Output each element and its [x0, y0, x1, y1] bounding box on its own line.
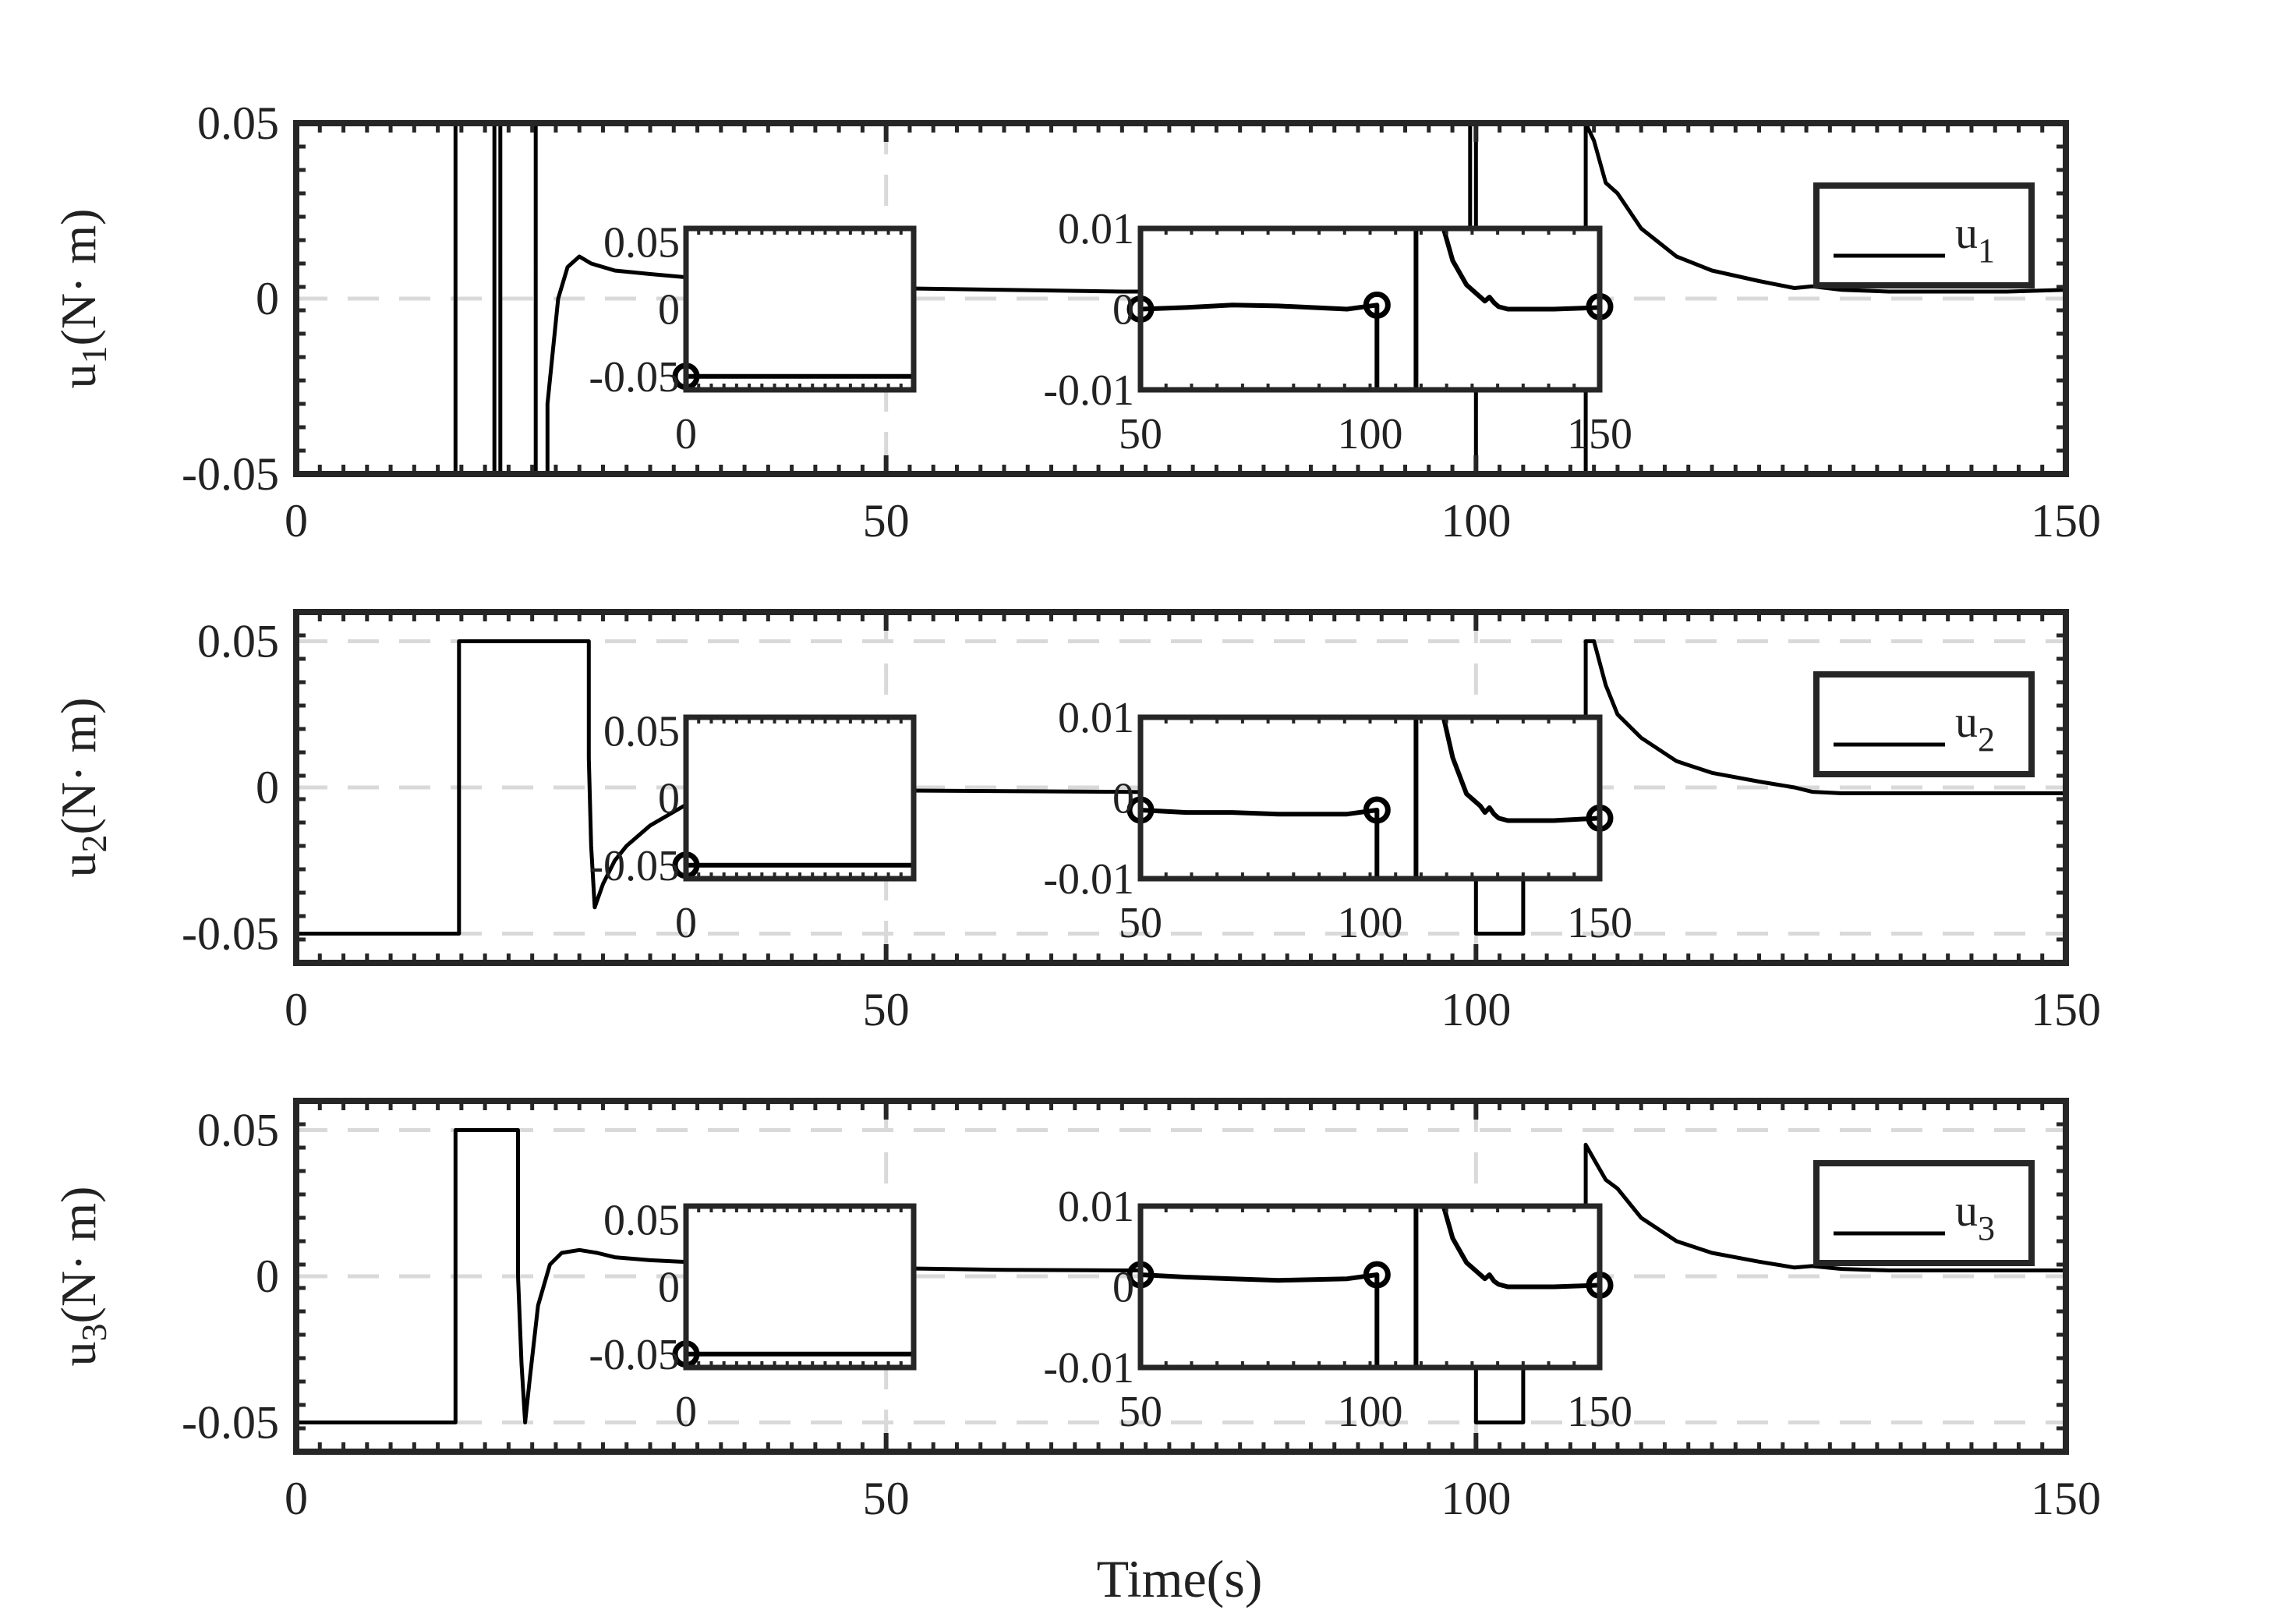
legend-panel-1: u1: [1813, 182, 2035, 288]
inset-xtick-label: 100: [1338, 410, 1403, 458]
ytick-label: 0: [256, 762, 279, 813]
inset-series-line: [1141, 717, 1600, 879]
inset-1-panel-3: 0 0.05 0 -0.05: [589, 1196, 917, 1436]
minor-ticks-panel-2: [296, 612, 2066, 963]
xtick-label: 0: [285, 984, 308, 1035]
inset-ytick-label: 0.05: [603, 1196, 680, 1244]
inset-background: [686, 228, 914, 390]
axes-frame-panel-1: [293, 120, 2069, 477]
legend-label: u2: [1955, 696, 1995, 759]
ytick-label: -0.05: [182, 448, 279, 500]
legend-box: [1813, 671, 2035, 777]
inset-minor-ticks: [697, 717, 903, 879]
inset-2-panel-1: 50 100 150 0.01 0 -0.01: [1043, 205, 1632, 458]
inset-1-panel-2: 0 0.05 0 -0.05: [589, 707, 917, 947]
ytick-label: 0.05: [197, 616, 279, 667]
inset-xtick-label: 50: [1119, 899, 1162, 947]
inset-minor-ticks: [697, 1206, 903, 1367]
legend-panel-2: u2: [1813, 671, 2035, 777]
inset-1-panel-1: 0 0.05 0 -0.05: [589, 218, 917, 458]
inset-xtick-label: 0: [675, 899, 697, 947]
ytick-label: 0: [256, 1251, 279, 1302]
xtick-label: 50: [863, 1473, 910, 1524]
inset-series-line: [1141, 1206, 1600, 1367]
xtick-label: 150: [2031, 495, 2101, 547]
inset-ytick-label: -0.05: [589, 353, 680, 402]
inset-xtick-label: 0: [675, 410, 697, 458]
xtick-label: 100: [1441, 495, 1511, 547]
inset-ytick-label: 0: [658, 1264, 680, 1312]
inset-ytick-label: -0.05: [589, 842, 680, 890]
inset-xtick-label: 50: [1119, 410, 1162, 458]
legend-panel-3: u3: [1813, 1160, 2035, 1266]
inset-xtick-label: 50: [1119, 1388, 1162, 1436]
inset-minor-ticks: [1164, 1206, 1576, 1367]
ytick-label: 0.05: [197, 1105, 279, 1156]
ytick-label: 0: [256, 273, 279, 324]
xtick-label: 150: [2031, 1473, 2101, 1524]
inset-2-panel-3: 50 100 150 0.01 0 -0.01: [1043, 1183, 1632, 1436]
inset-2-panel-2: 50 100 150 0.01 0 -0.01: [1043, 694, 1632, 947]
inset-ytick-label: 0.05: [603, 707, 680, 755]
xtick-label: 150: [2031, 984, 2101, 1035]
inset-ytick-label: -0.01: [1043, 1344, 1134, 1392]
inset-minor-ticks: [1164, 717, 1576, 879]
xtick-label: 100: [1441, 1473, 1511, 1524]
xtick-label: 50: [863, 495, 910, 547]
inset-ytick-label: 0.01: [1058, 1183, 1134, 1231]
inset-ytick-label: -0.01: [1043, 855, 1134, 904]
inset-xtick-label: 150: [1567, 899, 1632, 947]
inset-marker-2: [1363, 291, 1391, 319]
inset-xtick-label: 100: [1338, 1388, 1403, 1436]
inset-ytick-label: 0.05: [603, 218, 680, 267]
inset-background: [686, 717, 914, 879]
inset-xtick-label: 150: [1567, 1388, 1632, 1436]
inset-ytick-label: 0: [1112, 286, 1134, 334]
inset-ytick-label: -0.05: [589, 1331, 680, 1379]
x-axis-label: Time(s): [1097, 1549, 1263, 1608]
inset-ytick-label: 0: [1112, 775, 1134, 823]
minor-ticks-panel-3: [296, 1101, 2066, 1452]
ytick-label: -0.05: [182, 1397, 279, 1449]
inset-xtick-label: 100: [1338, 899, 1403, 947]
inset-ytick-label: 0: [1112, 1264, 1134, 1312]
legend-box: [1813, 1160, 2035, 1266]
inset-ytick-label: 0.01: [1058, 694, 1134, 742]
inset-ytick-label: 0: [658, 775, 680, 823]
xtick-label: 0: [285, 495, 308, 547]
y-axis-label-panel-3: u3(N· m): [51, 1187, 114, 1367]
legend-box: [1813, 182, 2035, 288]
inset-xtick-label: 0: [675, 1388, 697, 1436]
inset-background: [686, 1206, 914, 1367]
inset-ytick-label: 0: [658, 286, 680, 334]
ytick-label: -0.05: [182, 908, 279, 960]
inset-marker-2: [1363, 796, 1391, 824]
inset-background: [1141, 717, 1600, 879]
xtick-label: 50: [863, 984, 910, 1035]
legend-label: u1: [1955, 207, 1995, 270]
xtick-label: 100: [1441, 984, 1511, 1035]
y-axis-label-panel-2: u2(N· m): [51, 698, 114, 878]
axes-frame-panel-3: [293, 1098, 2069, 1455]
inset-xtick-label: 150: [1567, 410, 1632, 458]
inset-ytick-label: 0.01: [1058, 205, 1134, 253]
legend-label: u3: [1955, 1185, 1995, 1247]
xtick-label: 0: [285, 1473, 308, 1524]
ytick-label: 0.05: [197, 97, 279, 149]
inset-minor-ticks: [1164, 228, 1576, 390]
y-axis-label-panel-1: u1(N· m): [51, 209, 114, 389]
inset-marker-2: [1363, 1261, 1391, 1289]
inset-series-line: [1141, 228, 1600, 390]
inset-minor-ticks: [697, 228, 903, 390]
inset-ytick-label: -0.01: [1043, 366, 1134, 415]
axes-frame-panel-2: [293, 609, 2069, 966]
